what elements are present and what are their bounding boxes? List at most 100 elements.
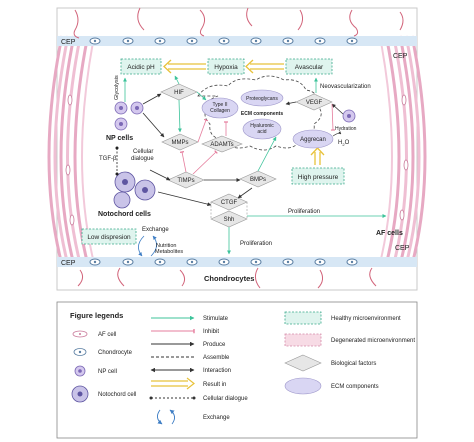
legend-factor-swatch: [284, 354, 322, 372]
legend-ecm-components: ECM components: [331, 384, 379, 390]
np-cells: [114, 101, 144, 131]
nutrition-label: Nutrition: [156, 243, 176, 249]
np-cells-label: NP cells: [106, 135, 133, 142]
af-cells-right: [399, 94, 409, 221]
cep-band-bottom: [57, 257, 417, 267]
af-rings-left: [47, 35, 94, 266]
collagen-label: Collagen: [210, 108, 230, 114]
capillaries-top: [73, 7, 404, 39]
legend-healthy: Healthy microenvironment: [331, 316, 401, 322]
factor-bmps: BMPs: [239, 170, 277, 188]
tgf-beta-label: TGF-β: [99, 156, 117, 162]
proteoglycans-label: Proteoglycans: [246, 96, 278, 102]
legend-panel: [56, 301, 418, 439]
factor-adamts: ADAMTs: [201, 135, 243, 153]
legend-cellular-dialogue: Cellular dialogue: [203, 396, 248, 402]
cep-band-top: [57, 36, 417, 46]
dialogue-label: dialogue: [131, 156, 154, 162]
glycolysis-label: Glycolysis: [114, 75, 120, 100]
ctgf-label: CTGF: [221, 200, 238, 206]
legend-title: Figure legends: [70, 311, 123, 320]
exchange-arrow-left: [138, 235, 145, 257]
mmps-label: MMPs: [172, 140, 189, 146]
hypoxia-label: Hypoxia: [214, 64, 238, 71]
cep-label-bottom-left: CEP: [61, 260, 76, 267]
disc-frame: [56, 7, 418, 291]
exchange-arrow-right: [150, 235, 157, 257]
low-dispersion-box: Low dispresion: [81, 228, 137, 245]
legend-assemble: Assemble: [203, 355, 230, 361]
legend-ecm-swatch: [284, 377, 322, 395]
type2-collagen: Type II Collagen: [201, 97, 239, 119]
legend-interaction: Interaction: [203, 368, 231, 374]
factor-vegf: VEGF: [295, 93, 333, 111]
legend-chondrocyte: Chondrocyte: [98, 350, 133, 356]
adamts-label: ADAMTs: [210, 142, 233, 148]
neovascularization-label: Neovascularization: [320, 84, 371, 90]
legend-degenerated: Degenerated microenvironment: [331, 338, 415, 344]
dialogue-dot-top: [115, 146, 119, 150]
proliferation-af-label: Proliferation: [288, 209, 320, 215]
hyaluronic-label: Hyaluronic: [250, 123, 274, 129]
cep-label-top-left: CEP: [61, 39, 76, 46]
cep-label-top-right: CEP: [393, 53, 408, 60]
aggrecan-label: Aggrecan: [300, 137, 326, 143]
chondrocytes-label: Chondrocytes: [204, 274, 254, 283]
exchange-label: Exchange: [142, 227, 169, 233]
legend-inhibit: Inhibit: [203, 329, 219, 335]
legend-exchange: Exchange: [203, 415, 230, 421]
factor-timps: TIMPs: [167, 171, 205, 189]
legend-np-cell: NP cell: [98, 369, 117, 375]
legend-dialogue-dot-r: [192, 396, 196, 400]
cep-label-bottom-right: CEP: [395, 245, 410, 252]
legend-result-in: Result in: [203, 382, 226, 388]
hypoxia-box: Hypoxia: [207, 58, 245, 75]
type2-label: Type II: [212, 102, 227, 108]
acid-label: acid: [257, 129, 266, 135]
legend-af-cell: AF cell: [98, 332, 116, 338]
legend-arrow-samples: [150, 315, 195, 425]
chondrocyte-nuclei: [93, 39, 354, 264]
af-cells-label: AF cells: [376, 230, 403, 237]
legend-degenerated-swatch: [284, 333, 322, 347]
metabolites-label: Metabolites: [155, 249, 183, 255]
h2o-label: H2O: [338, 140, 350, 147]
legend-notochord-cell: Notochord cell: [98, 392, 136, 398]
hydration-label: Hydration: [335, 126, 357, 132]
np-cell-right: [342, 109, 356, 123]
cellular-label: Cellular: [133, 149, 153, 155]
notochord-cells: [113, 171, 156, 209]
af-cells-left: [65, 94, 75, 226]
bmps-label: BMPs: [250, 177, 266, 183]
proliferation-chondro-label: Proliferation: [240, 241, 272, 247]
avascular-box: Avascular: [285, 58, 333, 75]
acidic-ph-label: Acidic pH: [127, 64, 155, 71]
avascular-label: Avascular: [295, 64, 324, 71]
ecm-components-label: ECM components: [241, 111, 283, 117]
legend-dialogue-dot-l: [149, 396, 153, 400]
chondrocytes-top: [89, 37, 358, 45]
acidic-ph-box: Acidic pH: [120, 58, 162, 75]
legend-biological-factors: Biological factors: [331, 361, 376, 367]
hydration-arrow: [332, 131, 342, 137]
high-pressure-box: High pressure: [291, 167, 345, 185]
low-dispersion-label: Low dispresion: [87, 234, 131, 241]
notochord-cells-label: Notochord cells: [98, 211, 151, 218]
proteoglycans: Proteoglycans: [240, 89, 284, 107]
legend-cells: [71, 330, 89, 403]
legend-stimulate: Stimulate: [203, 316, 229, 322]
af-rings-right: [380, 35, 427, 266]
high-pressure-label: High pressure: [298, 174, 339, 181]
result-in-arrows: [163, 59, 325, 165]
vegf-label: VEGF: [306, 100, 323, 106]
pathway-arrows: [142, 75, 387, 255]
aggrecan: Aggrecan: [292, 129, 334, 149]
capillaries-bottom: [77, 267, 377, 289]
timps-label: TIMPs: [177, 178, 194, 184]
legend-produce: Produce: [203, 342, 226, 348]
hyaluronic-acid: Hyaluronic acid: [242, 118, 282, 140]
legend-healthy-swatch: [284, 311, 322, 325]
dialogue-dot-bottom: [115, 172, 119, 176]
shh-label: Shh: [224, 217, 235, 223]
